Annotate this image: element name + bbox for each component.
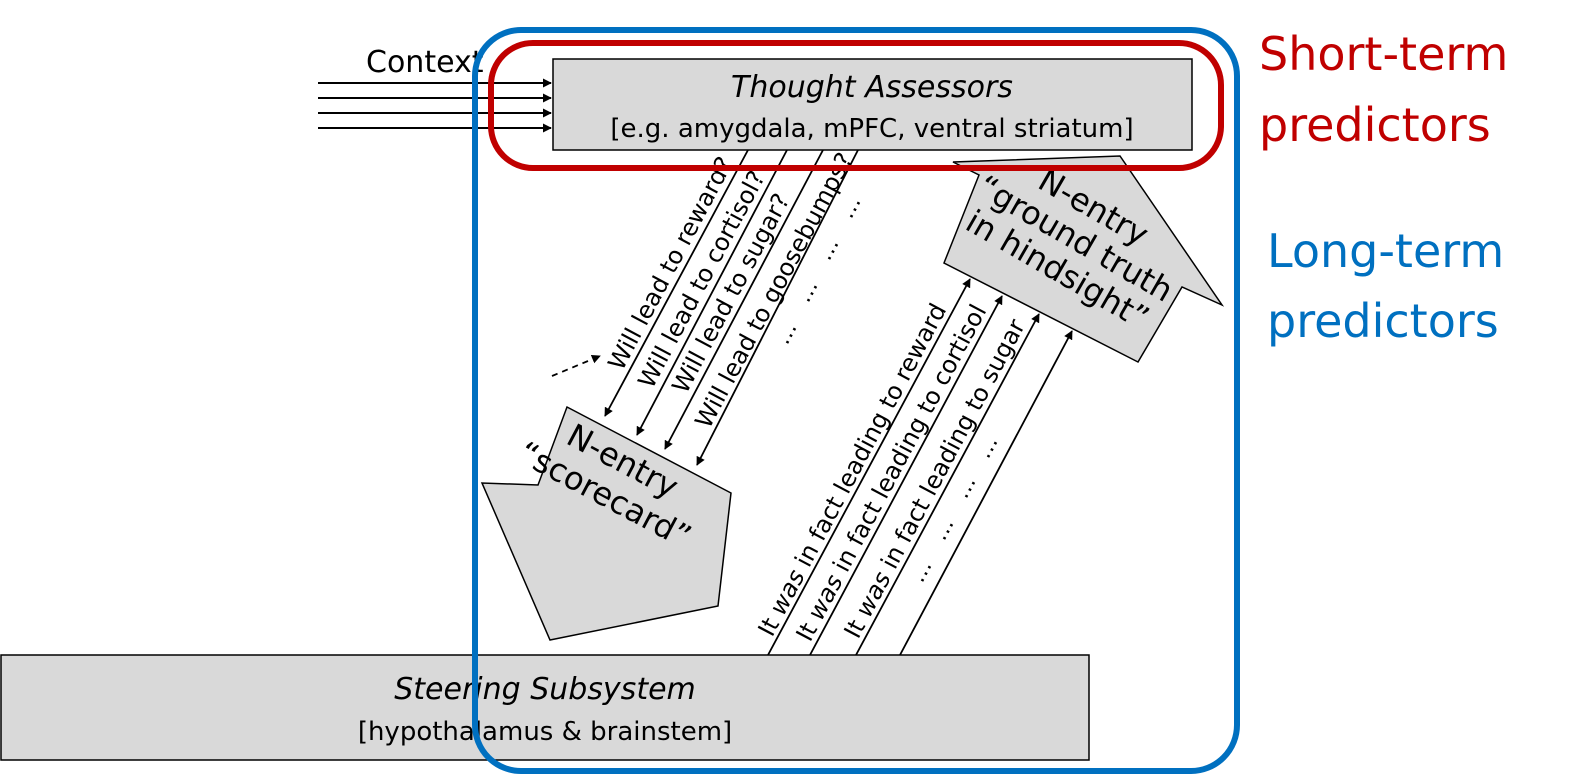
down-arrow-sugar <box>664 149 824 450</box>
thought-assessors-title: Thought Assessors <box>731 70 1013 105</box>
thought-assessors-box <box>552 58 1193 151</box>
down-ellipsis-1: … <box>770 318 802 349</box>
up-ellipsis-1: … <box>905 556 937 587</box>
down-ellipsis-2: … <box>791 276 823 307</box>
down-arrow-reward <box>604 149 749 417</box>
long-term-region <box>472 27 1240 774</box>
short-term-region <box>488 40 1224 171</box>
long-term-label-line-2: predictors <box>1267 294 1499 348</box>
steering-subsystem-title: Steering Subsystem <box>394 672 696 707</box>
up-arrow-cortisol <box>809 295 1003 656</box>
ground-truth-arrow-shape <box>943 155 1225 363</box>
short-term-label-line-1: Short-term <box>1259 27 1508 81</box>
context-label: Context <box>366 45 484 80</box>
down-arrow-cortisol <box>636 149 788 436</box>
up-ellipsis-3: … <box>949 472 981 503</box>
up-arrows <box>767 278 1073 656</box>
up-arrow-reward <box>767 278 971 656</box>
up-arrow-more <box>899 330 1073 656</box>
scorecard-arrow-shape <box>480 405 732 641</box>
up-label-cortisol: It was in fact leading to cortisol <box>791 300 993 646</box>
down-arrow-goosebumps <box>696 149 859 466</box>
up-ellipsis-4: … <box>971 432 1003 463</box>
long-term-label-line-1: Long-term <box>1267 224 1504 278</box>
up-label-reward: It was in fact leading to reward <box>753 299 953 641</box>
down-arrows <box>604 149 859 466</box>
steering-subsystem-box <box>0 654 1090 761</box>
up-ellipsis-2: … <box>927 514 959 545</box>
thought-assessors-subtitle: [e.g. amygdala, mPFC, ventral striatum] <box>610 114 1133 144</box>
dashed-arrow <box>551 354 601 377</box>
context-input-arrows <box>318 78 552 133</box>
steering-subsystem-subtitle: [hypothalamus & brainstem] <box>358 717 732 747</box>
up-arrow-sugar <box>855 313 1040 656</box>
short-term-label-line-2: predictors <box>1259 98 1491 152</box>
